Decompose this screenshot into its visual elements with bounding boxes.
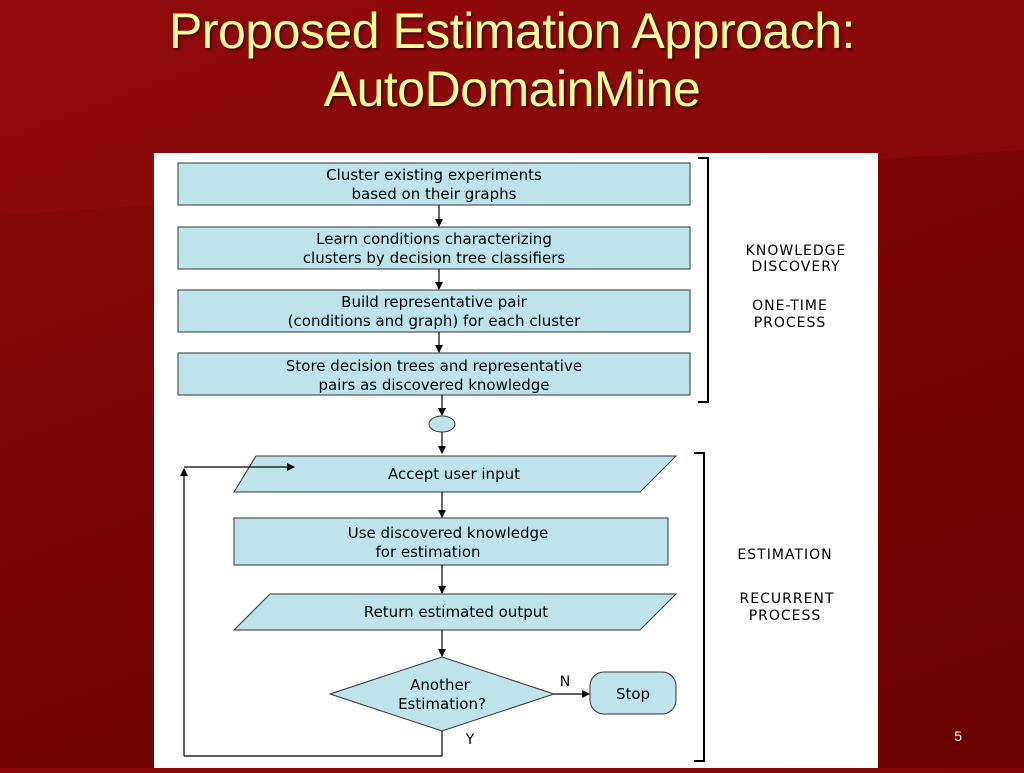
yes-label: Y	[465, 732, 475, 748]
stop-label: Stop	[616, 685, 650, 703]
slide-title-line1: Proposed Estimation Approach:	[169, 3, 855, 59]
step-store-line1: Store decision trees and representative	[286, 357, 582, 375]
discovery-sub-line1: ONE-TIME	[752, 298, 828, 314]
estimation-sub-line1: RECURRENT	[740, 591, 835, 607]
estimation-label: ESTIMATION	[737, 547, 832, 563]
discovery-label-line1: KNOWLEDGE	[746, 243, 847, 259]
decision-diamond: Another Estimation?	[328, 656, 556, 732]
no-label: N	[560, 674, 570, 690]
step-cluster-line2: based on their graphs	[352, 185, 517, 203]
step-store-box: Store decision trees and representative …	[177, 352, 691, 396]
flowchart-panel: Cluster existing experiments based on th…	[154, 153, 878, 768]
slide-title-line2: AutoDomainMine	[323, 61, 701, 117]
step-cluster-box: Cluster existing experiments based on th…	[177, 162, 691, 206]
use-knowledge-line1: Use discovered knowledge	[348, 524, 549, 542]
decision-line1: Another	[410, 676, 471, 694]
slide-title: Proposed Estimation Approach: AutoDomain…	[0, 2, 1024, 118]
accept-input-shape: Accept user input	[233, 455, 678, 493]
flowchart-diagram: Cluster existing experiments based on th…	[177, 157, 847, 762]
step-build-line1: Build representative pair	[341, 293, 528, 311]
page-number: 5	[954, 728, 962, 744]
discovery-sub-line2: PROCESS	[754, 315, 827, 331]
discovery-label-line2: DISCOVERY	[751, 259, 840, 275]
step-learn-line1: Learn conditions characterizing	[316, 230, 552, 248]
return-output-label: Return estimated output	[364, 603, 548, 621]
use-knowledge-line2: for estimation	[375, 543, 480, 561]
accept-input-label: Accept user input	[388, 465, 520, 483]
estimation-sub-line2: PROCESS	[749, 608, 822, 624]
step-learn-box: Learn conditions characterizing clusters…	[177, 226, 691, 270]
step-store-line2: pairs as discovered knowledge	[318, 376, 549, 394]
use-knowledge-box: Use discovered knowledge for estimation	[233, 517, 669, 566]
step-learn-line2: clusters by decision tree classifiers	[303, 249, 566, 267]
discovery-bracket	[698, 157, 709, 403]
estimation-bracket	[694, 452, 705, 762]
step-build-box: Build representative pair (conditions an…	[177, 289, 691, 333]
step-build-line2: (conditions and graph) for each cluster	[288, 312, 581, 330]
return-output-shape: Return estimated output	[232, 593, 678, 631]
step-cluster-line1: Cluster existing experiments	[326, 166, 542, 184]
stop-terminal: Stop	[589, 671, 677, 715]
connector-circle	[428, 415, 456, 433]
decision-line2: Estimation?	[398, 695, 486, 713]
